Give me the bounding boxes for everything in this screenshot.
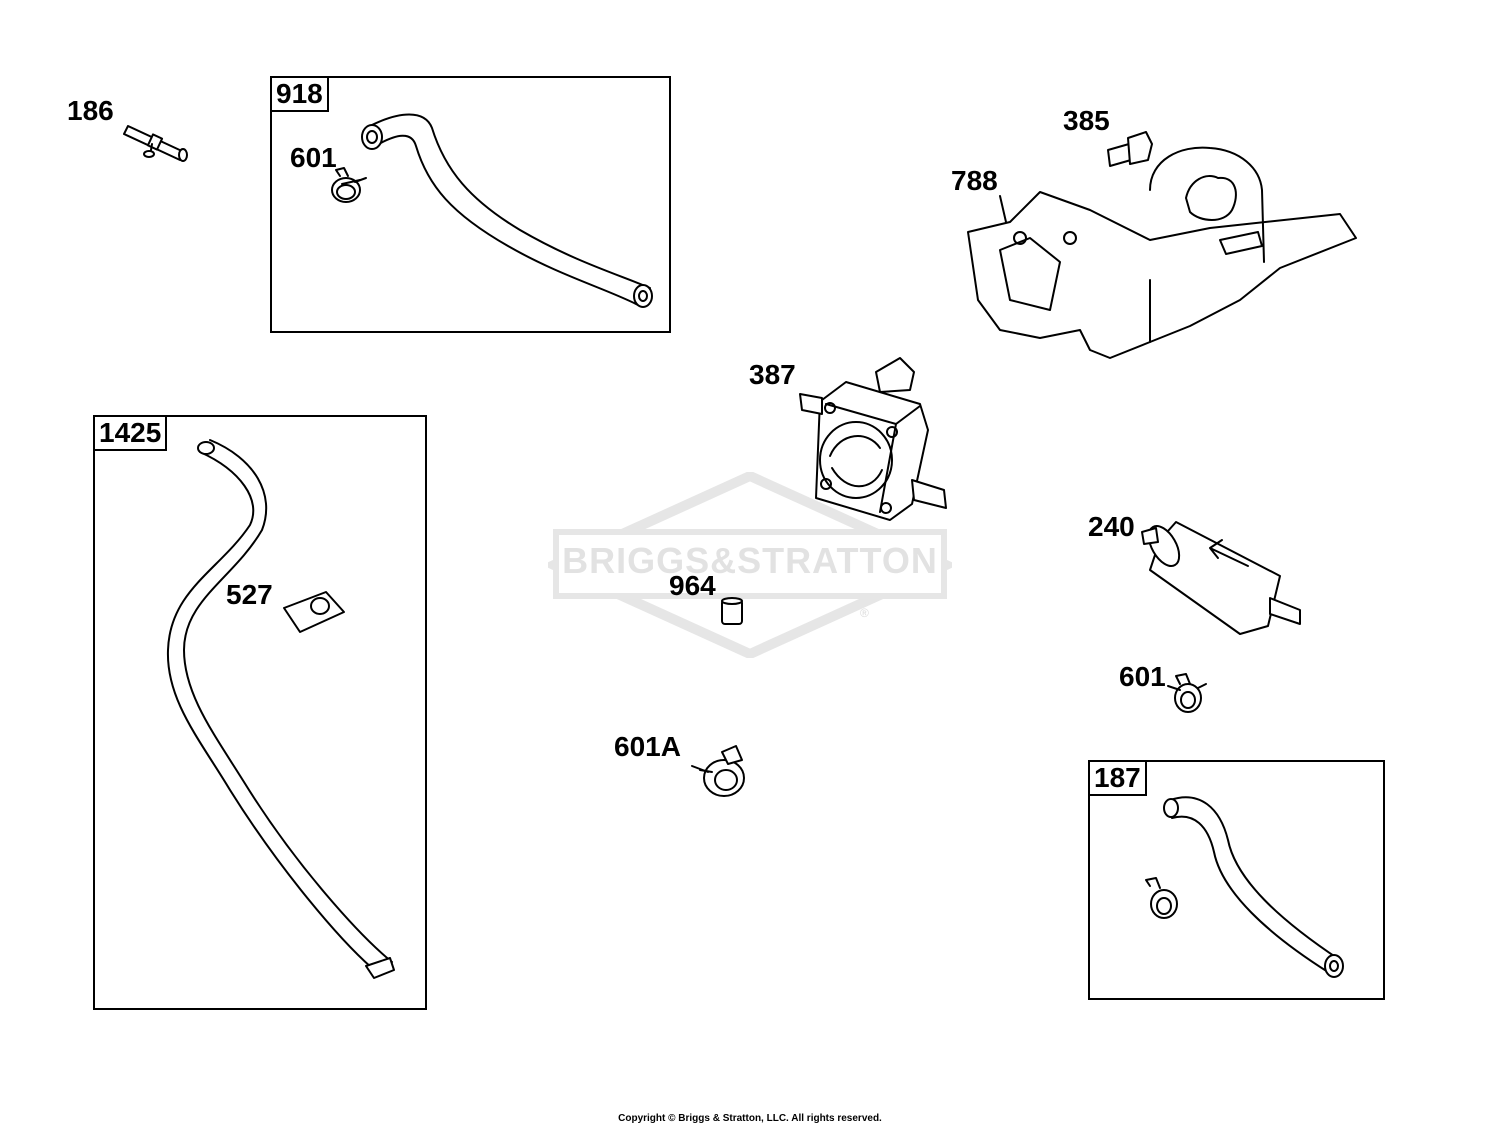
tee-fitting-drawing: [123, 125, 188, 162]
part-box-tag: 1425: [93, 415, 168, 451]
callout-385[interactable]: 385: [1063, 105, 1110, 136]
callout-964[interactable]: 964: [669, 570, 716, 601]
registered-mark: ®: [860, 606, 869, 620]
clamp-187-drawing: [1145, 877, 1178, 919]
part-box-187: 187: [1088, 760, 1385, 1000]
bolt-385-drawing: [1107, 131, 1153, 167]
clamp-601-drawing: [331, 167, 367, 203]
callout-527[interactable]: 527: [226, 579, 273, 610]
callout-186[interactable]: 186: [67, 95, 114, 126]
callout-601-right[interactable]: 601: [1119, 661, 1166, 692]
copyright-notice: Copyright © Briggs & Stratton, LLC. All …: [618, 1113, 882, 1124]
brand-watermark-text: BRIGGS&STRATTON: [562, 540, 938, 581]
bracket-788-drawing: [967, 146, 1357, 359]
fuel-pump-387-drawing: [799, 357, 947, 521]
hose-918-drawing: [361, 113, 653, 308]
fuel-filter-240-drawing: [1141, 521, 1301, 635]
part-box-tag: 187: [1088, 760, 1147, 796]
leader-lines: [341, 179, 1181, 773]
part-box-918: 918: [270, 76, 671, 333]
brand-watermark-diamond: [548, 472, 952, 658]
clip-527-drawing: [283, 591, 345, 633]
callout-601a[interactable]: 601A: [614, 731, 681, 762]
sleeve-964-drawing: [721, 597, 743, 625]
clamp-601a-drawing: [699, 745, 745, 797]
callout-601-top[interactable]: 601: [290, 142, 337, 173]
hose-1425-drawing: [166, 439, 395, 979]
clamp-601-right-drawing: [1174, 673, 1207, 713]
callout-788[interactable]: 788: [951, 165, 998, 196]
part-box-1425: 1425: [93, 415, 427, 1010]
hose-187-drawing: [1163, 796, 1344, 978]
callout-387[interactable]: 387: [749, 359, 796, 390]
part-box-tag: 918: [270, 76, 329, 112]
callout-240[interactable]: 240: [1088, 511, 1135, 542]
